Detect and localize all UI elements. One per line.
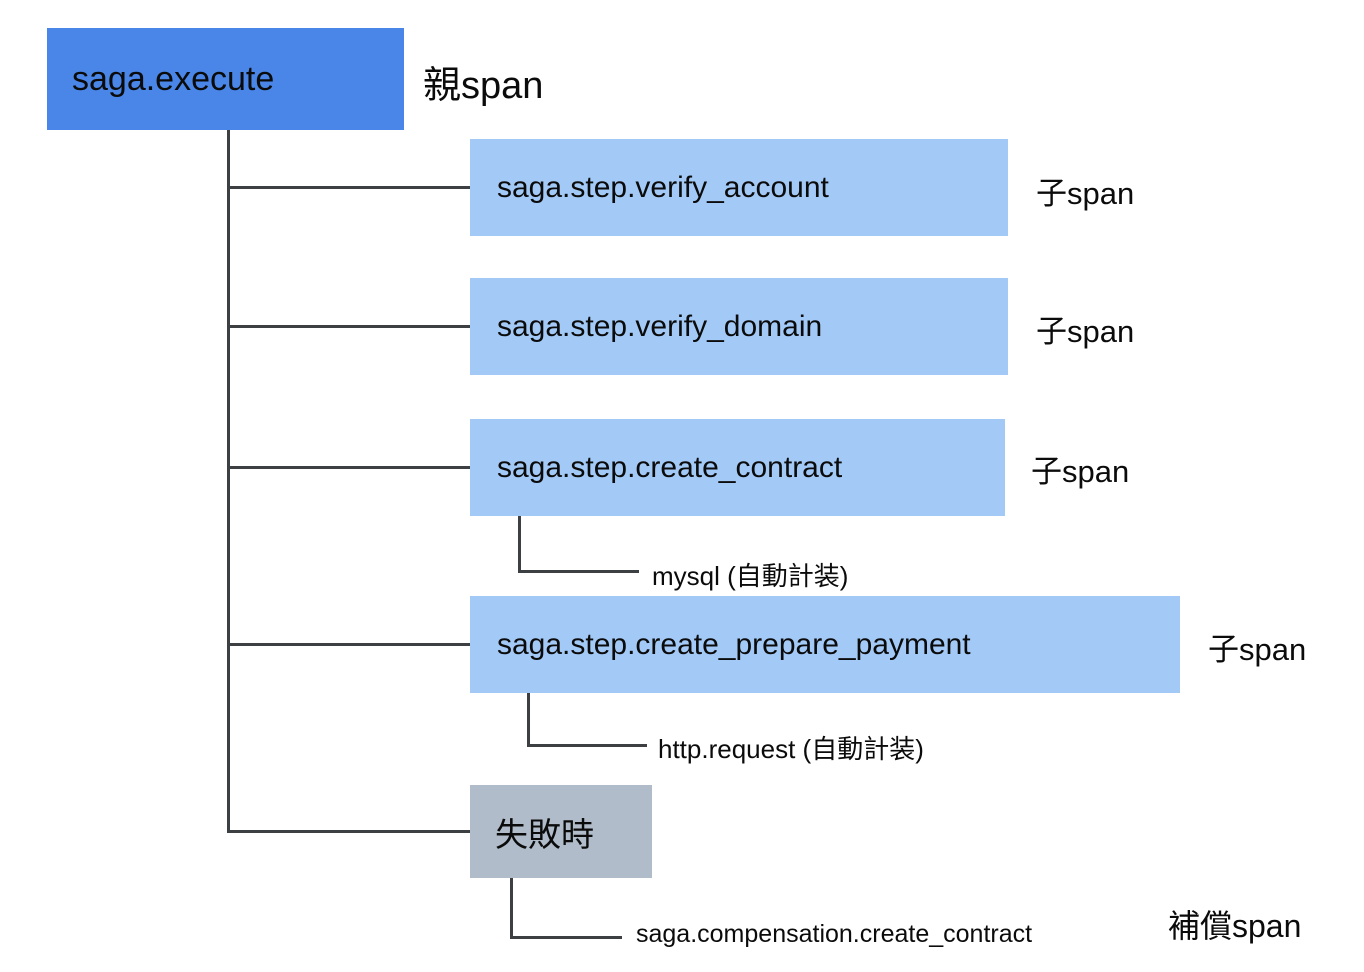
child-span-annotation: 子span [1208,632,1307,667]
branch-line-create-prepare-payment [227,643,471,646]
root-span-label: saga.execute [72,59,275,98]
branch-line-failure [227,830,471,833]
tree-trunk-line [227,130,230,833]
http-request-connector-horizontal-line [527,744,647,747]
root-span-box: saga.execute [47,28,404,130]
compensation-connector-horizontal-line [510,936,622,939]
compensation-connector-vertical-line [510,878,513,939]
child-span-label: saga.step.create_prepare_payment [497,627,971,661]
child-span-annotation: 子span [1036,314,1135,349]
child-span-box-create-contract: saga.step.create_contract [470,419,1005,516]
failure-case-box: 失敗時 [470,785,652,878]
compensation-span-label: saga.compensation.create_contract [636,920,1033,948]
child-span-label: saga.step.verify_account [497,170,829,204]
branch-line-verify-domain [227,325,471,328]
mysql-auto-instrumentation-label: mysql (自動計装) [652,561,849,591]
http-request-auto-instrumentation-label: http.request (自動計装) [658,734,924,764]
child-span-box-verify-domain: saga.step.verify_domain [470,278,1008,375]
branch-line-create-contract [227,466,471,469]
http-request-connector-vertical-line [527,693,530,747]
failure-case-label: 失敗時 [495,815,594,853]
mysql-connector-vertical-line [518,516,521,573]
child-span-label: saga.step.create_contract [497,450,843,484]
child-span-label: saga.step.verify_domain [497,309,823,343]
branch-line-verify-account [227,186,471,189]
mysql-connector-horizontal-line [518,570,639,573]
child-span-box-verify-account: saga.step.verify_account [470,139,1008,236]
parent-span-annotation: 親span [423,65,544,107]
child-span-box-create-prepare-payment: saga.step.create_prepare_payment [470,596,1180,693]
child-span-annotation: 子span [1031,454,1130,489]
compensation-span-annotation: 補償span [1168,908,1302,944]
child-span-annotation: 子span [1036,176,1135,211]
